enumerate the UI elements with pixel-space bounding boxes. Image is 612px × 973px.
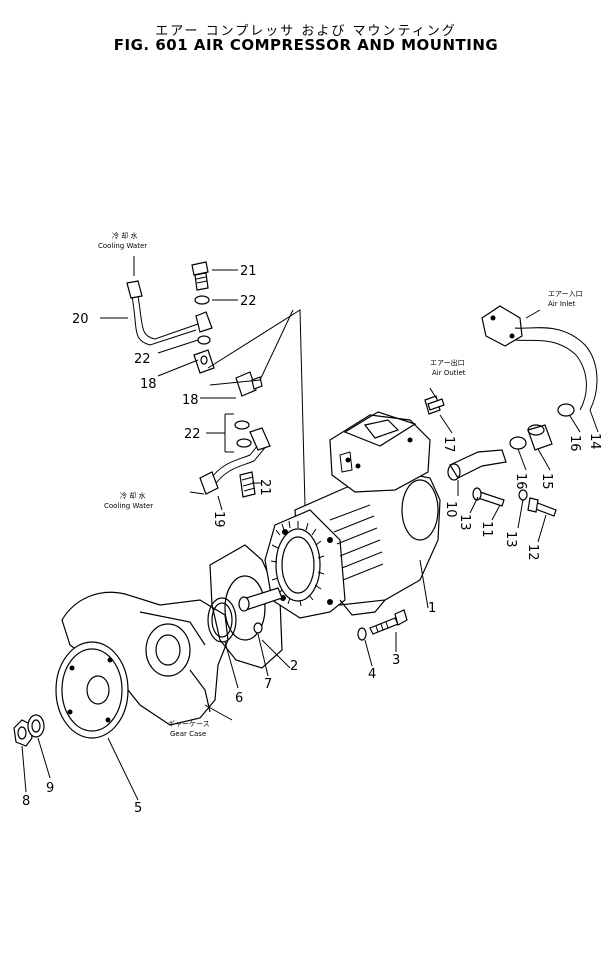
air-inlet-label: Air Inlet: [548, 300, 576, 308]
o-ring: [207, 597, 237, 643]
callout-14: 14: [587, 433, 602, 450]
outlet-bolt: [472, 487, 505, 507]
gear-case-label: Gear Case: [170, 730, 206, 738]
callout-18-b: 18: [182, 393, 199, 408]
mounting-bolt: [369, 609, 408, 635]
callout-12: 12: [525, 544, 540, 561]
callout-16-b: 16: [567, 435, 582, 452]
washer: [27, 714, 45, 738]
hose: [527, 424, 553, 451]
hose-clamp-upper: [557, 403, 575, 417]
callout-16-a: 16: [513, 473, 528, 490]
air-outlet-label: Air Outlet: [432, 369, 466, 377]
title-japanese: エアー コンプレッサ および マウンティング: [155, 24, 457, 39]
gasket: [209, 544, 283, 669]
callout-15: 15: [539, 473, 554, 490]
gear-case: [61, 591, 229, 726]
callout-11: 11: [479, 521, 494, 538]
callout-13-a: 13: [457, 514, 472, 531]
hose-clamp-lower: [509, 436, 527, 450]
drive-gear: [55, 641, 129, 739]
callout-4: 4: [368, 667, 376, 682]
callout-2: 2: [290, 659, 298, 674]
callout-19: 19: [211, 511, 226, 528]
callout-18-a: 18: [140, 377, 157, 392]
callout-9: 9: [46, 781, 54, 796]
banjo-bolt-bottom: [239, 471, 256, 498]
callout-10: 10: [443, 501, 458, 518]
callout-21-a: 21: [240, 264, 257, 279]
callout-3: 3: [392, 653, 400, 668]
lock-washer: [357, 627, 367, 641]
cooling-water-top-label: Cooling Water: [98, 242, 147, 250]
banjo-bolt-top: [191, 261, 209, 291]
outlet-washer: [518, 489, 528, 501]
outlet-bolt-long: [527, 497, 557, 517]
seal-washer-mid: [197, 335, 211, 345]
air-outlet-elbow: [447, 449, 507, 481]
air-outlet-connector: [424, 395, 445, 415]
callout-21-b: 21: [257, 479, 272, 496]
elbow-fitting-top: [193, 349, 215, 374]
cooling-water-inlet-pipe: [126, 280, 213, 346]
cooling-water-bottom-jp: 冷 却 水: [120, 491, 145, 500]
air-inlet-pipe: [481, 305, 598, 411]
callout-5: 5: [134, 801, 142, 816]
air-compressor: [238, 411, 441, 619]
elbow-fitting-bottom: [235, 371, 263, 397]
callout-17: 17: [441, 436, 456, 453]
callout-22-a: 22: [240, 294, 257, 309]
callout-8: 8: [22, 794, 30, 809]
callout-20: 20: [72, 312, 89, 327]
seal-washer-top: [194, 295, 210, 305]
cooling-water-bottom-label: Cooling Water: [104, 502, 153, 510]
callout-7: 7: [264, 677, 272, 692]
air-outlet-jp: エアー出口: [430, 358, 465, 367]
figure-title: FIG. 601 AIR COMPRESSOR AND MOUNTING: [113, 36, 499, 54]
callout-22-c: 22: [184, 427, 201, 442]
callout-13-b: 13: [503, 531, 518, 548]
callout-22-b: 22: [134, 352, 151, 367]
air-inlet-jp: エアー入口: [548, 290, 583, 298]
leader-lines: [21, 256, 599, 801]
callout-1: 1: [428, 601, 436, 616]
key: [253, 622, 263, 634]
cooling-water-top-jp: 冷 却 水: [112, 231, 137, 240]
seal-washer-lower: [234, 420, 252, 448]
callout-6: 6: [235, 691, 243, 706]
gear-case-jp: ギャーケース: [168, 720, 210, 728]
cooling-water-outlet-pipe: [199, 427, 271, 495]
